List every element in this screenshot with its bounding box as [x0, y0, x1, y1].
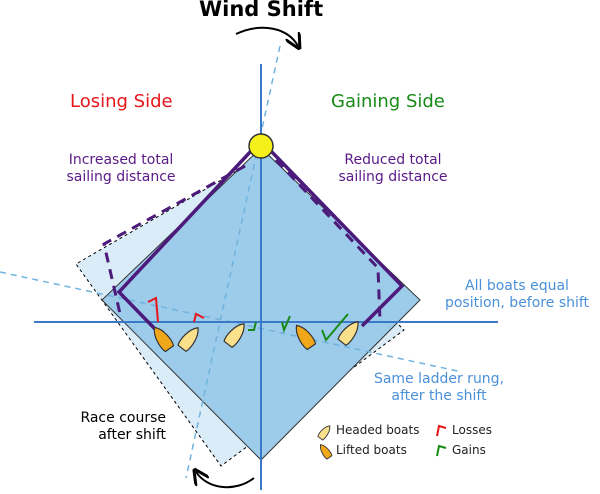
before-shift-note: All boats equal position, before shift — [444, 278, 590, 311]
losing-side-path-after-shift — [102, 164, 246, 319]
legend-gains-label: Gains — [452, 443, 486, 457]
legend-lifted-label: Lifted boats — [336, 443, 407, 457]
reduced-distance-note: Reduced total sailing distance — [338, 152, 448, 185]
gaining-side-path — [268, 148, 405, 328]
wind-shift-arrow-bottom-icon — [196, 472, 255, 489]
diagram-title: Wind Shift — [199, 0, 324, 21]
legend-gain-icon — [436, 444, 447, 457]
race-course-note: Race course after shift — [80, 410, 166, 443]
after-shift-note: Same ladder rung, after the shift — [373, 371, 505, 404]
headed-boat — [177, 327, 199, 353]
lifted-boat — [153, 326, 175, 353]
legend-loss-icon — [436, 424, 447, 437]
legend-headed-boat-icon — [317, 425, 331, 441]
legend-headed-label: Headed boats — [336, 423, 420, 437]
losing-side-label: Losing Side — [70, 91, 173, 112]
lifted-boat — [295, 324, 317, 351]
loss-marker — [147, 296, 159, 323]
loss-marker — [193, 312, 205, 323]
wind-shift-arrow-top-icon — [235, 26, 298, 46]
headed-boat — [223, 323, 245, 349]
headed-boat — [337, 321, 359, 347]
gain-marker — [321, 313, 349, 342]
gain-marker — [248, 321, 257, 331]
gain-marker — [281, 315, 291, 334]
shifted-wind-axis — [185, 45, 281, 479]
increased-distance-note: Increased total sailing distance — [66, 152, 176, 185]
windward-mark — [248, 133, 274, 159]
losing-side-path — [116, 148, 254, 332]
legend-lifted-boat-icon — [319, 444, 333, 460]
legend-losses-label: Losses — [452, 423, 492, 437]
gaining-side-label: Gaining Side — [331, 91, 445, 112]
